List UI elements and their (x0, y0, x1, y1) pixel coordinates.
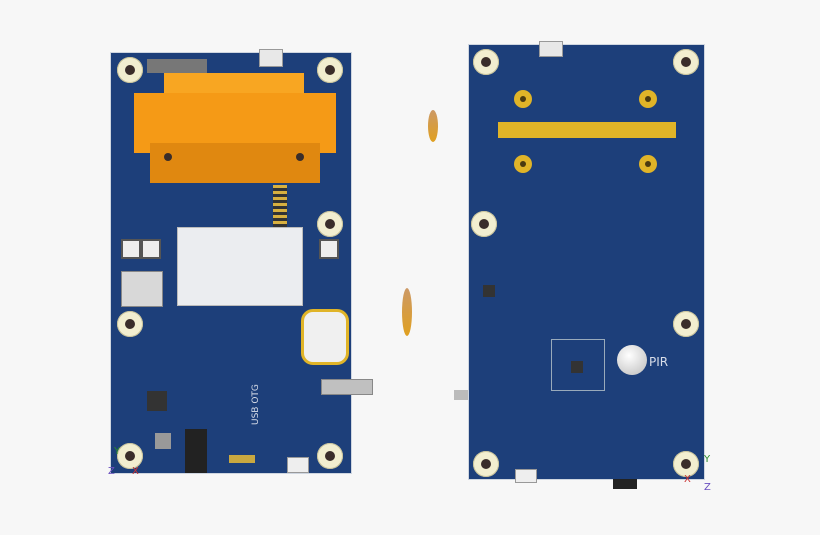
axis-y-label: Y (704, 454, 711, 465)
chip (147, 391, 167, 411)
mounting-hole (471, 211, 497, 237)
chip (483, 285, 495, 297)
usb-port-bottom[interactable] (287, 457, 309, 473)
connector-bottom (613, 479, 637, 489)
pin-header (273, 185, 287, 229)
mounting-hole (317, 211, 343, 237)
mounting-hole (673, 49, 699, 75)
tactile-button[interactable] (121, 239, 141, 259)
mounting-hole (117, 57, 143, 83)
axis-y-label: Y (114, 446, 121, 457)
axis-x-label: X (684, 474, 691, 485)
axis-z-label: Z (704, 482, 711, 493)
usb-otg-label: USB OTG (251, 384, 261, 425)
heatsink (134, 73, 336, 184)
wifi-module (177, 227, 303, 306)
camera-sensor (571, 361, 583, 373)
tactile-button[interactable] (319, 239, 339, 259)
axis-x-label: X (132, 466, 139, 477)
mounting-hole (673, 451, 699, 477)
mounting-hole (673, 311, 699, 337)
connector-strip (147, 59, 207, 73)
mounting-hole (473, 451, 499, 477)
sma-connector (321, 379, 373, 395)
gold-pad (639, 90, 657, 108)
coin-cell-battery (301, 309, 349, 365)
usb-port-bottom (515, 469, 537, 483)
tactile-button[interactable] (141, 239, 161, 259)
usb-port (539, 41, 563, 57)
gold-pad (639, 155, 657, 173)
side-connector (454, 390, 468, 400)
camera-module (551, 339, 605, 391)
sd-card-slot (121, 271, 163, 307)
pin-header-4 (229, 455, 255, 463)
gold-pad (514, 155, 532, 173)
audio-jack[interactable] (185, 429, 207, 473)
pcb-board-top: USB OTG (110, 49, 373, 474)
mounting-hole (317, 443, 343, 469)
pcb-board-bottom: PIR (468, 41, 705, 489)
gold-pad (514, 90, 532, 108)
inductor (155, 433, 171, 449)
pir-label: PIR (649, 355, 669, 369)
gold-strip (498, 122, 676, 138)
probe-marker (402, 288, 412, 336)
usb-port-top (259, 49, 283, 67)
mounting-hole (473, 49, 499, 75)
pir-sensor (617, 345, 647, 375)
mounting-hole (117, 311, 143, 337)
mounting-hole (117, 443, 143, 469)
mounting-hole (317, 57, 343, 83)
probe-marker (428, 110, 438, 142)
axis-z-label: Z (108, 466, 115, 477)
